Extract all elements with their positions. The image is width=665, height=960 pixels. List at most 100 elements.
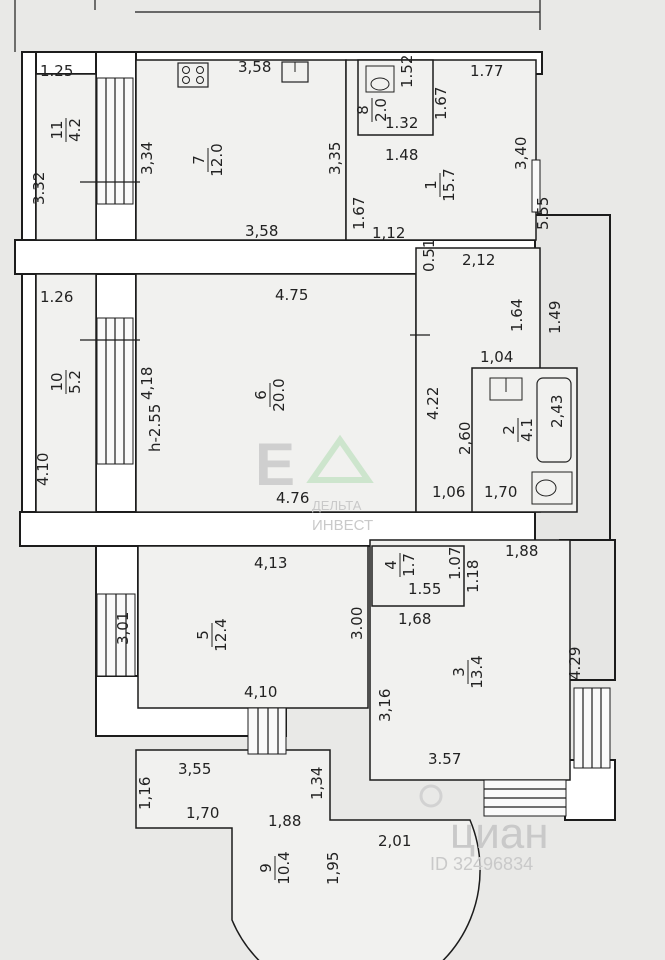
kitchen-sink-icon: [281, 61, 309, 83]
room-area: 5.2: [66, 370, 84, 394]
rooms-layer: [35, 59, 578, 960]
dimension-label: 3,55: [178, 760, 211, 778]
stove-icon: [177, 62, 209, 88]
dimension-label: 3,40: [512, 137, 530, 170]
room-6: [135, 273, 417, 513]
room-area: 4.1: [518, 418, 536, 442]
dimension-label: 2,12: [462, 251, 495, 269]
dimension-label: 1,70: [484, 483, 517, 501]
room-11: [35, 73, 97, 241]
room-number: 3: [450, 667, 468, 677]
room-number: 2: [500, 425, 518, 435]
room-area: 1.7: [400, 553, 418, 577]
dimension-label: 4.29: [566, 647, 584, 680]
dimension-label: 3,16: [376, 689, 394, 722]
room-number: 4: [382, 560, 400, 570]
room-area: 4.2: [66, 118, 84, 142]
dimension-label: 1.77: [470, 62, 503, 80]
dimension-label: 1.52: [398, 55, 416, 88]
dimension-label: 1,04: [480, 348, 513, 366]
dimension-label: 1.26: [40, 288, 73, 306]
watermark-site: циан ID 32496834: [419, 784, 549, 874]
room-number: 10: [48, 372, 66, 391]
dimension-label: 4.75: [275, 286, 308, 304]
dimension-label: 1,06: [432, 483, 465, 501]
toilet-icon: [531, 471, 573, 505]
watermark-agency-line2: ИНВЕСТ: [312, 517, 373, 534]
room-number: 11: [48, 120, 66, 139]
room-9: [135, 749, 481, 960]
dimension-label: 5.55: [534, 197, 552, 230]
dimension-label: 2,43: [548, 395, 566, 428]
dimension-label: 1.25: [40, 62, 73, 80]
room-number: 7: [190, 155, 208, 165]
dimension-label: 1,68: [398, 610, 431, 628]
dimension-label: 2,60: [456, 422, 474, 455]
dimension-label: 1,95: [324, 852, 342, 885]
dimension-label: 3,34: [138, 142, 156, 175]
dimension-label: 1.32: [385, 114, 418, 132]
watermark-site-name: циан: [450, 809, 549, 858]
dimension-label: 3.00: [348, 607, 366, 640]
dimension-label: 1.18: [464, 560, 482, 593]
room-area: 12.4: [212, 618, 230, 651]
room-area: 13.4: [468, 655, 486, 688]
dimension-label: 4.76: [276, 489, 309, 507]
dimension-label: 1,34: [308, 767, 326, 800]
dimension-label: 1.49: [546, 301, 564, 334]
dimension-label: 3,35: [326, 142, 344, 175]
watermark-agency-line1: ДЕЛЬТА: [312, 498, 362, 513]
room-area: 2.0: [372, 98, 390, 122]
fixtures-layer: [177, 61, 573, 505]
washbasin-icon: [489, 377, 523, 401]
dimension-label: 1,88: [268, 812, 301, 830]
dimension-label: 4,18: [138, 367, 156, 400]
watermark-agency: E ДЕЛЬТА ИНВЕСТ: [255, 431, 374, 534]
room-area: 12.0: [208, 143, 226, 176]
windows-layer: [80, 77, 611, 817]
dimension-label: 1.67: [350, 197, 368, 230]
dimension-label: 3.32: [30, 172, 48, 205]
dimension-label: 1.55: [408, 580, 441, 598]
dimension-label: 4,10: [244, 683, 277, 701]
room-number: 1: [422, 180, 440, 190]
dimension-label: 0.51: [420, 239, 438, 272]
room-4: [371, 545, 465, 607]
dimension-label: 1.48: [385, 146, 418, 164]
dimension-label: 3,58: [238, 58, 271, 76]
dimension-label: 1.07: [446, 547, 464, 580]
dimension-label: 2,01: [378, 832, 411, 850]
toilet-icon: [365, 65, 395, 93]
dimension-label: 4,13: [254, 554, 287, 572]
room-5: [137, 545, 369, 709]
dimension-label: 1,16: [136, 777, 154, 810]
dimension-label: 1,12: [372, 224, 405, 242]
dimension-label: 1,70: [186, 804, 219, 822]
dimension-label: 3,01: [114, 612, 132, 645]
dimension-label: 1.67: [432, 87, 450, 120]
room-number: 6: [252, 390, 270, 400]
room-number: 9: [257, 863, 275, 873]
bathtub-icon: [536, 377, 572, 463]
dimension-label: 1,88: [505, 542, 538, 560]
room-area: 15.7: [440, 168, 458, 201]
dimension-label: 1.64: [508, 299, 526, 332]
dimension-label: 4.10: [34, 453, 52, 486]
dimension-label: 4.22: [424, 387, 442, 420]
ceiling-height-label: h-2.55: [146, 404, 164, 452]
top-corridor: [14, 0, 541, 52]
watermark-letter-e: E: [255, 431, 295, 498]
